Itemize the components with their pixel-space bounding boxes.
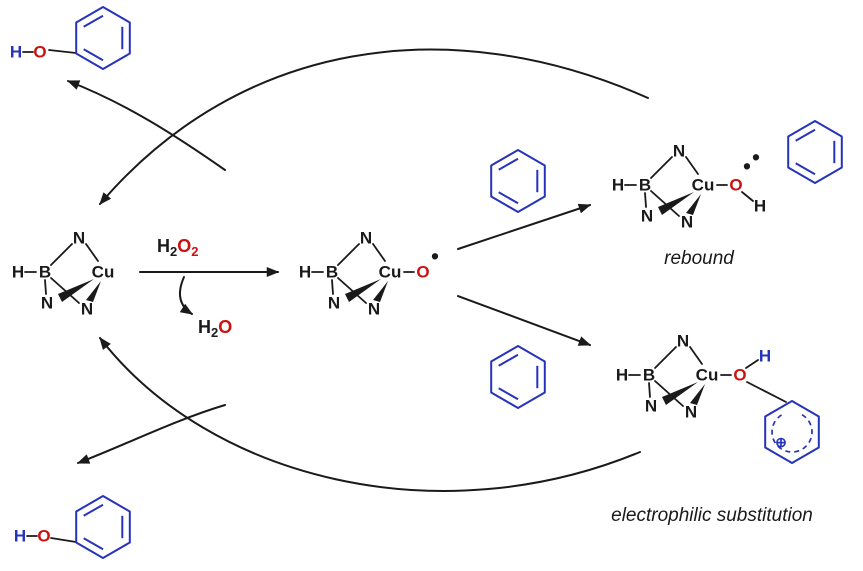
tpcu-complex	[610, 140, 716, 233]
radical-pair-dot: •	[752, 145, 760, 170]
phenol-product-bottom: H O	[14, 496, 130, 558]
o-ring-bond	[746, 381, 787, 403]
phenyl-ring	[76, 7, 130, 69]
rebound-intermediate: O H • •	[610, 121, 842, 233]
rebound-pathway-arrow	[457, 203, 592, 250]
arenium-intermediate: O H ⊕	[614, 330, 820, 464]
h2o-h-subscript: 2	[211, 325, 218, 340]
atom-o: O	[33, 43, 46, 62]
cupryl-complex: O •	[297, 227, 439, 320]
atom-o: O	[729, 176, 742, 195]
atom-o: O	[733, 366, 746, 385]
benzene-substrate-bottom	[491, 346, 545, 408]
phenol-release-arc-bottom	[76, 404, 226, 464]
atom-o: O	[37, 527, 50, 546]
tpcu-complex	[297, 227, 403, 320]
rebound-to-catalyst-arc	[99, 48, 649, 205]
arenium-hexagon	[764, 400, 820, 464]
h2o2-h: H	[157, 236, 170, 256]
tpcu-complex	[10, 227, 116, 320]
benzene-substrate-top	[491, 150, 545, 212]
electrophilic-pathway-arrow	[457, 295, 592, 346]
h2o2-o-subscript: 2	[191, 244, 198, 259]
arenium-ring: ⊕	[764, 400, 820, 464]
h2o-label: H2O	[198, 317, 232, 340]
water-release-arrow	[178, 276, 194, 315]
o-ring-bond	[48, 49, 77, 54]
tpcu-complex	[614, 330, 720, 423]
phenol-release-arc-top	[66, 80, 226, 171]
positive-charge-symbol: ⊕	[775, 434, 787, 450]
oxygen-radical-dot: •	[431, 244, 439, 269]
atom-h: H	[14, 527, 26, 546]
rebound-label: rebound	[664, 248, 735, 269]
tpcu-catalyst	[10, 227, 116, 320]
atom-h: H	[10, 43, 22, 62]
h2o-o: O	[218, 317, 232, 337]
h2o2-o: O	[177, 236, 191, 256]
electrophilic-substitution-label: electrophilic substitution	[611, 505, 813, 526]
phenol-product-top: H O	[10, 7, 130, 69]
h2o-h: H	[198, 317, 211, 337]
h2o2-label: H2O2	[157, 236, 198, 259]
o-h-bond	[741, 191, 754, 202]
phenyl-ring	[76, 496, 130, 558]
atom-h: H	[759, 347, 771, 366]
phenyl-radical-ring	[788, 121, 842, 183]
arenium-to-catalyst-arc	[99, 337, 641, 492]
o-ring-bond	[50, 537, 77, 543]
atom-o: O	[416, 263, 429, 282]
h2o2-h-subscript: 2	[170, 244, 177, 259]
radical-pair-dot: •	[743, 154, 751, 179]
o-h-bond	[745, 359, 759, 369]
atom-h: H	[754, 197, 766, 216]
